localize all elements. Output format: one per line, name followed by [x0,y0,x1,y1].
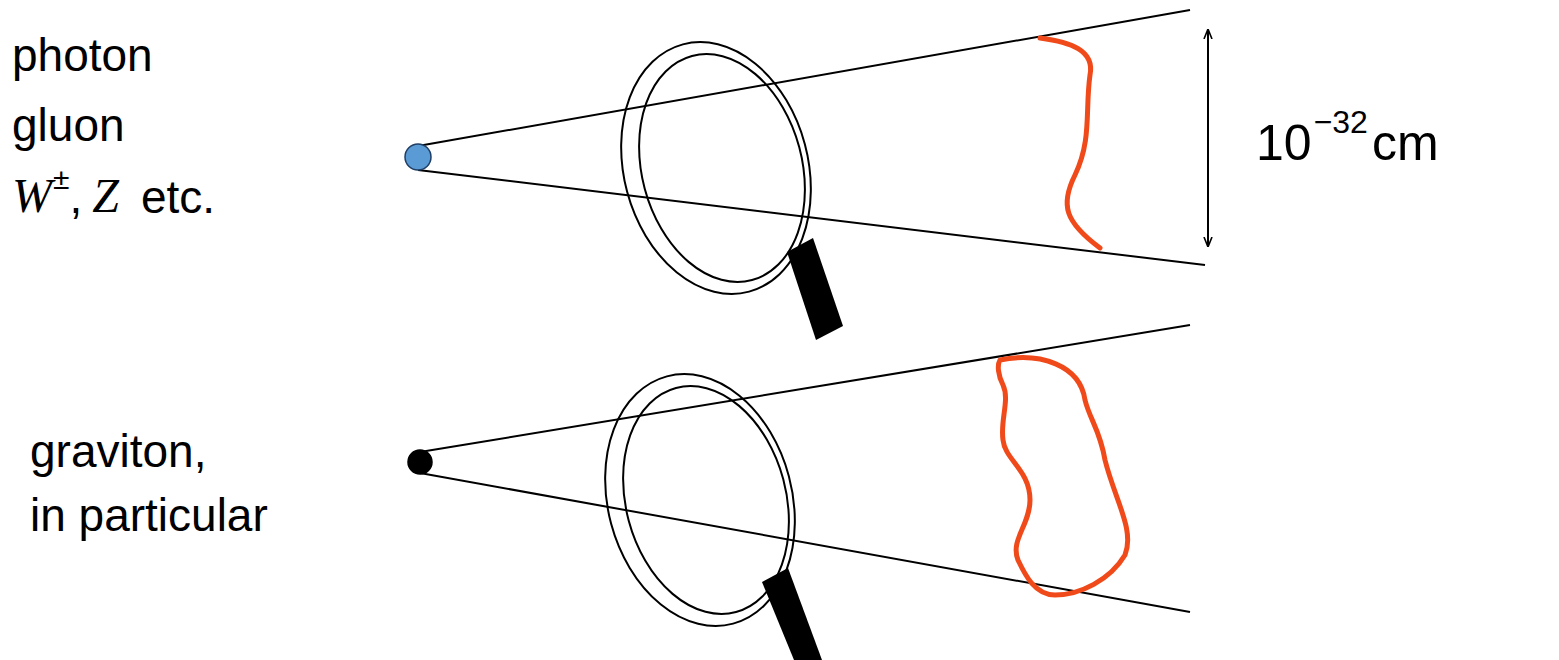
length-value: 10 [1256,118,1312,168]
magnifier-handle [762,568,822,660]
particle-name: photon [12,32,153,78]
closed-string [998,358,1127,595]
particle-symbol: W [12,172,52,220]
particle-name: etc. [141,174,215,220]
length-exponent: −32 [1314,106,1368,138]
charge-superscript: ± [53,164,69,194]
particle-symbol: Z [92,172,119,220]
particle-name: gluon [12,102,125,148]
open-string [1040,38,1100,248]
magnifier-handle [787,238,843,340]
particle-name: graviton, [30,428,206,474]
particle-dot [408,450,432,474]
particle-note: in particular [30,492,268,538]
punctuation: , [69,174,82,220]
view-cone-line [418,10,1190,146]
length-unit: cm [1372,118,1439,168]
particle-dot [405,144,431,170]
dimension-arrow [1207,30,1209,246]
view-cone-line [420,325,1190,452]
